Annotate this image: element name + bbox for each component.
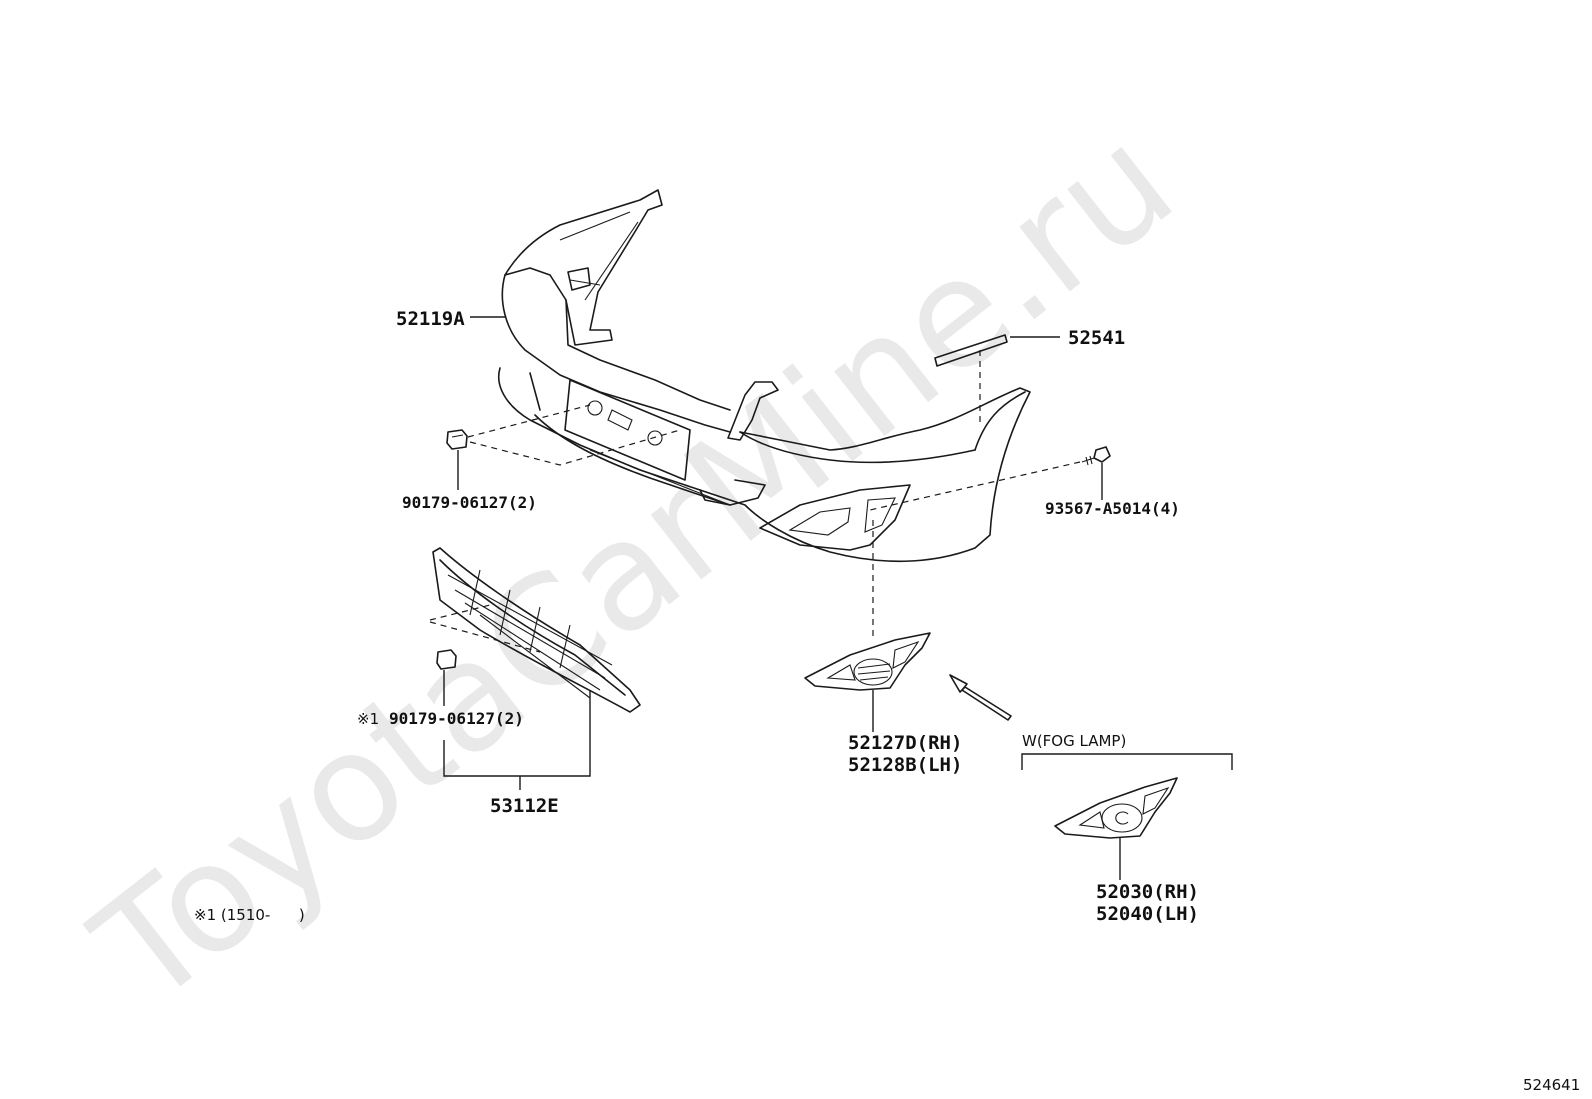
bracket-fog-lamp-group bbox=[1021, 753, 1233, 770]
label-fog-lamp-group: W(FOG LAMP) bbox=[1022, 732, 1126, 750]
screw-drawing bbox=[1081, 446, 1111, 466]
grille-drawing bbox=[432, 547, 641, 713]
label-grille: 53112E bbox=[490, 795, 559, 817]
label-fog-cover-lh: 52128B(LH) bbox=[848, 754, 962, 776]
dash-screw bbox=[869, 461, 1081, 511]
label-clip-lower: 90179-06127(2) bbox=[389, 709, 524, 728]
label-fog-lamp-cover-lh: 52040(LH) bbox=[1096, 903, 1199, 925]
label-fog-cover-rh: 52127D(RH) bbox=[848, 732, 962, 754]
label-fog-lamp-cover-rh: 52030(RH) bbox=[1096, 881, 1199, 903]
dash-clip-upper bbox=[467, 404, 681, 466]
bumper-cover-drawing bbox=[498, 189, 1031, 563]
dash-grille bbox=[429, 604, 541, 653]
footnote: ※1 (1510- ) bbox=[194, 906, 305, 924]
molding-drawing bbox=[934, 334, 1008, 367]
bracket-grille bbox=[443, 690, 591, 777]
label-molding: 52541 bbox=[1068, 327, 1125, 349]
diagram-number: 524641 bbox=[1523, 1076, 1580, 1094]
fog-lamp-cover-drawing bbox=[1054, 777, 1178, 839]
watermark: ToyotaCarMine.ru bbox=[64, 94, 1205, 1038]
direction-arrow bbox=[949, 674, 1012, 721]
fog-cover-drawing bbox=[804, 632, 931, 691]
clip-lower-drawing bbox=[436, 649, 457, 670]
label-screw: 93567-A5014(4) bbox=[1045, 499, 1180, 518]
clip-upper-drawing bbox=[446, 429, 468, 450]
label-clip-lower-mark: ※1 bbox=[357, 710, 379, 728]
label-bumper-cover: 52119A bbox=[396, 308, 465, 330]
label-clip-upper: 90179-06127(2) bbox=[402, 493, 537, 512]
